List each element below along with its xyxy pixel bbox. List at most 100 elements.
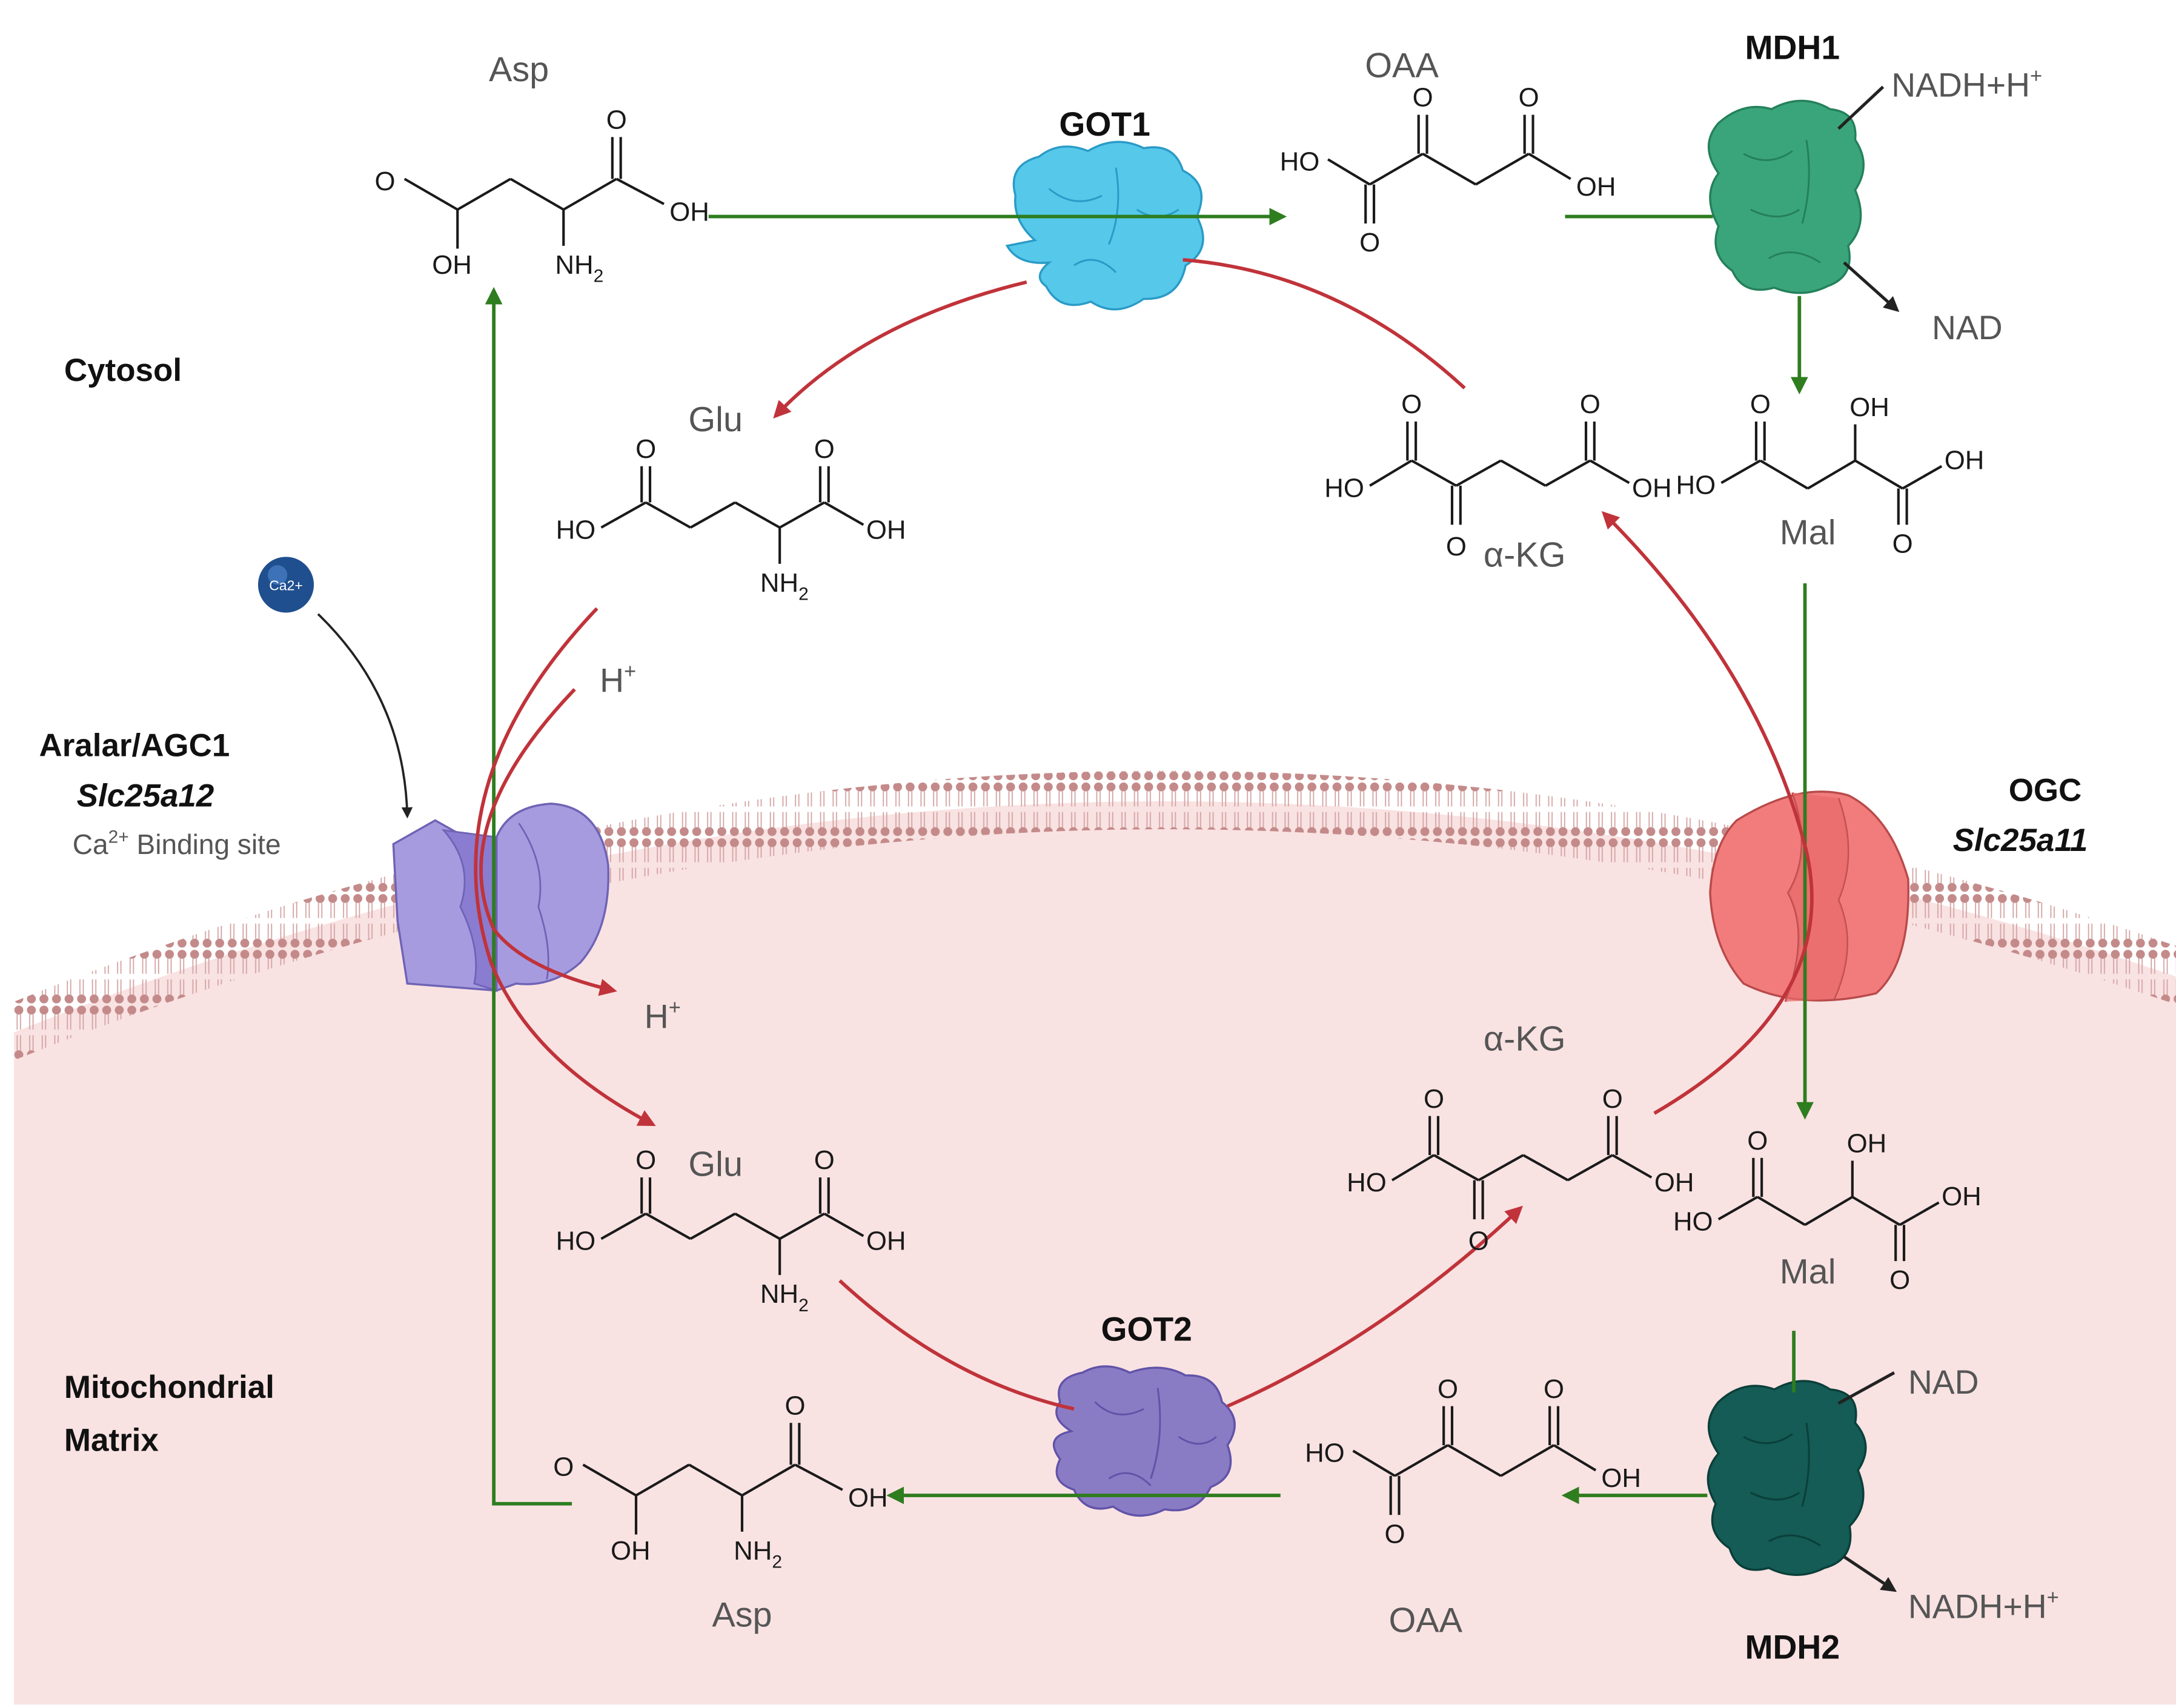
mdh2-nad-label: NAD	[1908, 1363, 1979, 1401]
got2-label: GOT2	[1101, 1310, 1192, 1348]
mdh2-nadh-label: NADH+H+	[1908, 1586, 2059, 1626]
bond	[1391, 1154, 1435, 1182]
arrow-asp-export-via-aralar	[485, 286, 572, 1506]
bond	[1899, 1201, 1940, 1226]
hydroxyl-label: OH	[866, 1226, 906, 1256]
hydroxyl-label: OH	[611, 1536, 651, 1566]
bond	[1545, 459, 1591, 487]
mdh1-nadh-label: NADH+H+	[1891, 64, 2042, 104]
bond	[1553, 1444, 1597, 1472]
bond	[734, 1213, 781, 1240]
bond	[1522, 1154, 1569, 1182]
hydroxyl-label: HO	[556, 1226, 596, 1256]
bond	[615, 177, 665, 205]
calcium-ion: Ca2+	[257, 557, 314, 613]
oxygen-label: O	[814, 434, 835, 464]
oxygen-label: O	[1468, 1226, 1489, 1256]
oxygen-label: O	[784, 1391, 805, 1420]
arrow-got1-to-glu	[773, 280, 1027, 419]
bond	[1902, 465, 1943, 490]
bond	[741, 1463, 796, 1497]
hydroxyl-label: HO	[1347, 1168, 1387, 1197]
got1-enzyme	[1005, 141, 1204, 311]
oxygen-label: O	[606, 105, 627, 134]
aralar-transporter	[392, 803, 610, 992]
bond	[645, 1213, 691, 1240]
bond	[645, 501, 691, 529]
bond	[1411, 459, 1457, 487]
bond	[779, 1213, 825, 1240]
arrow-proton-import-via-aralar	[479, 688, 617, 996]
bond	[1455, 459, 1502, 487]
aralar-binding-site-label: Ca2+ Binding site	[73, 827, 281, 859]
hydroxyl-label: OH	[1601, 1463, 1641, 1493]
asp-matrix-label: Asp	[712, 1595, 772, 1634]
ogc-transporter	[1709, 790, 1909, 1002]
asp-cytosol-label: Asp	[489, 50, 549, 89]
akg-matrix-label: α-KG	[1484, 1019, 1566, 1058]
bond	[1433, 1154, 1479, 1182]
mitochondrial-matrix	[14, 801, 2176, 1705]
bond	[1807, 459, 1856, 490]
bond	[1851, 1196, 1901, 1226]
arrow-akg-export-via-ogc	[1601, 511, 1814, 1115]
oxygen-label: O	[553, 1452, 574, 1482]
bond	[582, 1463, 637, 1497]
bond	[1589, 459, 1630, 485]
bond	[823, 1213, 864, 1237]
cytosol-label: Cytosol	[64, 353, 182, 388]
bond	[600, 1213, 647, 1240]
oxygen-label: O	[374, 167, 395, 196]
proton-matrix-label: H+	[645, 996, 681, 1036]
got2-enzyme	[1052, 1365, 1236, 1517]
bond	[688, 1463, 743, 1497]
ogc-gene: Slc25a11	[1953, 823, 2088, 858]
oxygen-label: O	[1438, 1374, 1458, 1404]
bond	[403, 177, 459, 211]
calcium-ion-label: Ca2+	[269, 578, 303, 594]
bond	[1369, 153, 1424, 186]
bond	[1369, 459, 1413, 487]
bond	[1500, 459, 1547, 487]
bond	[1475, 153, 1530, 186]
aralar-gene: Slc25a12	[77, 778, 214, 814]
oxygen-label: O	[1424, 1084, 1444, 1114]
bond	[1447, 1444, 1502, 1477]
mdh2-nadh-arrow	[1843, 1555, 1897, 1592]
hydroxyl-label: OH	[848, 1483, 888, 1512]
oxygen-label: O	[1747, 1126, 1768, 1156]
mal-matrix-label: Mal	[1780, 1253, 1836, 1291]
oxygen-label: O	[1385, 1519, 1405, 1549]
bond	[1717, 1196, 1759, 1220]
oxygen-label: O	[1519, 83, 1539, 113]
oaa-matrix-label: OAA	[1388, 1601, 1462, 1640]
hydroxyl-label: HO	[1676, 471, 1716, 500]
proton-cytosol-label: H+	[600, 660, 636, 700]
mdh1-enzyme	[1707, 99, 1865, 294]
matrix-label-line1: Mitochondrial	[64, 1369, 274, 1405]
hydroxyl-label: OH	[1849, 392, 1889, 422]
bond	[1394, 1444, 1449, 1477]
hydroxyl-label: HO	[1280, 147, 1320, 177]
bond	[563, 177, 617, 211]
oxygen-label: O	[1580, 389, 1600, 419]
akg-cytosol-label: α-KG	[1484, 535, 1566, 574]
bond	[1759, 459, 1809, 490]
bond	[689, 501, 736, 529]
amine-label: NH2	[555, 250, 603, 286]
arrow-glu-import-via-aralar	[474, 607, 656, 1127]
arrow-got2-to-akg	[1227, 1205, 1523, 1408]
mdh1-nad-arrow	[1843, 261, 1900, 313]
hydroxyl-label: HO	[1324, 473, 1364, 503]
ogc-name: OGC	[2009, 772, 2082, 808]
oxygen-label: O	[1602, 1084, 1623, 1114]
bond	[1528, 153, 1571, 180]
hydroxyl-label: OH	[432, 250, 472, 280]
oxygen-label: O	[1889, 1265, 1910, 1295]
oaa-cytosol-label: OAA	[1365, 46, 1439, 85]
oxygen-label: O	[1359, 228, 1380, 257]
hydroxyl-label: HO	[1305, 1438, 1345, 1468]
